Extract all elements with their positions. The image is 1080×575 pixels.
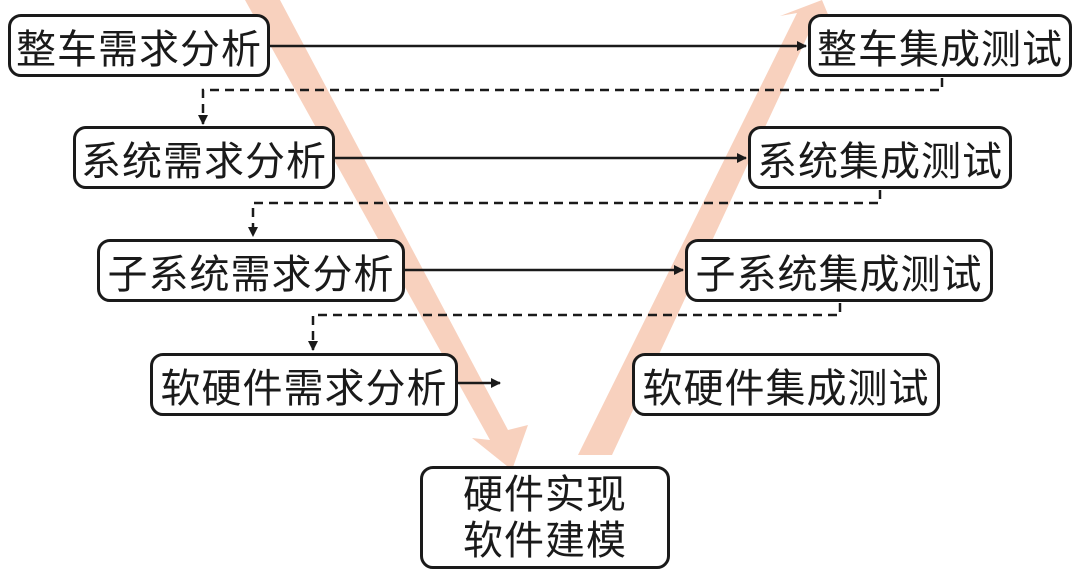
box-label: 整车需求分析: [16, 26, 262, 73]
box-label: 子系统集成测试: [695, 251, 983, 298]
dashed-link-2: [248, 190, 882, 237]
box-subsystem-integration-test: 子系统集成测试: [685, 239, 993, 302]
box-implementation: 硬件实现 软件建模: [420, 466, 670, 569]
v-band-right-arrow: [578, 0, 832, 455]
box-system-integration-test: 系统集成测试: [748, 126, 1012, 189]
box-label: 整车集成测试: [817, 26, 1063, 73]
box-label: 系统需求分析: [81, 138, 327, 185]
implementation-line-1: 硬件实现: [463, 471, 627, 518]
box-hw-sw-integration-test: 软硬件集成测试: [632, 353, 940, 416]
implementation-line-2: 软件建模: [463, 517, 627, 564]
box-vehicle-integration-test: 整车集成测试: [808, 14, 1072, 77]
box-label: 软硬件集成测试: [642, 365, 930, 412]
v-band-left-arrow: [245, 0, 528, 470]
box-system-requirements: 系统需求分析: [73, 126, 335, 189]
dashed-link-3: [308, 303, 842, 351]
box-subsystem-requirements: 子系统需求分析: [97, 239, 405, 302]
box-label: 系统集成测试: [757, 138, 1003, 185]
box-label: 软硬件需求分析: [160, 365, 448, 412]
box-label: 子系统需求分析: [107, 251, 395, 298]
box-hw-sw-requirements: 软硬件需求分析: [150, 353, 458, 416]
dashed-link-1: [198, 78, 944, 125]
box-vehicle-requirements: 整车需求分析: [8, 14, 270, 77]
